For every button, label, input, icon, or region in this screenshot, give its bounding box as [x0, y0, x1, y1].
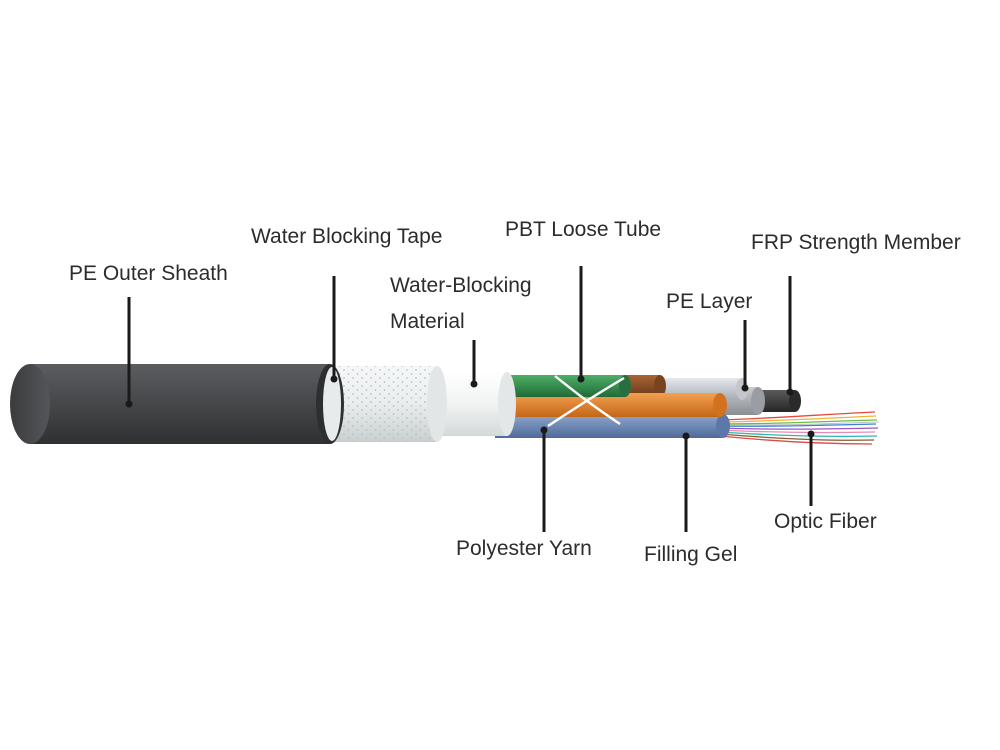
label-pe-layer: PE Layer [666, 290, 753, 313]
optic-fibers [719, 411, 880, 445]
label-water-blocking-material-line1: Water-Blocking [390, 274, 532, 297]
label-polyester-yarn: Polyester Yarn [456, 537, 592, 560]
label-water-blocking-tape: Water Blocking Tape [251, 225, 443, 248]
label-pbt-loose-tube: PBT Loose Tube [505, 218, 662, 241]
leader-dots [125, 375, 815, 440]
label-filling-gel: Filling Gel [644, 543, 738, 566]
pe-outer-sheath [10, 364, 344, 444]
label-water-blocking-material-line2: Material [390, 310, 465, 333]
polyester-yarn [547, 375, 625, 427]
label-optic-fiber: Optic Fiber [774, 510, 877, 533]
label-pe-outer-sheath: PE Outer Sheath [69, 262, 228, 285]
label-frp-strength-member: FRP Strength Member [751, 231, 961, 254]
water-blocking-tape [320, 366, 447, 442]
leader-lines [127, 266, 813, 532]
